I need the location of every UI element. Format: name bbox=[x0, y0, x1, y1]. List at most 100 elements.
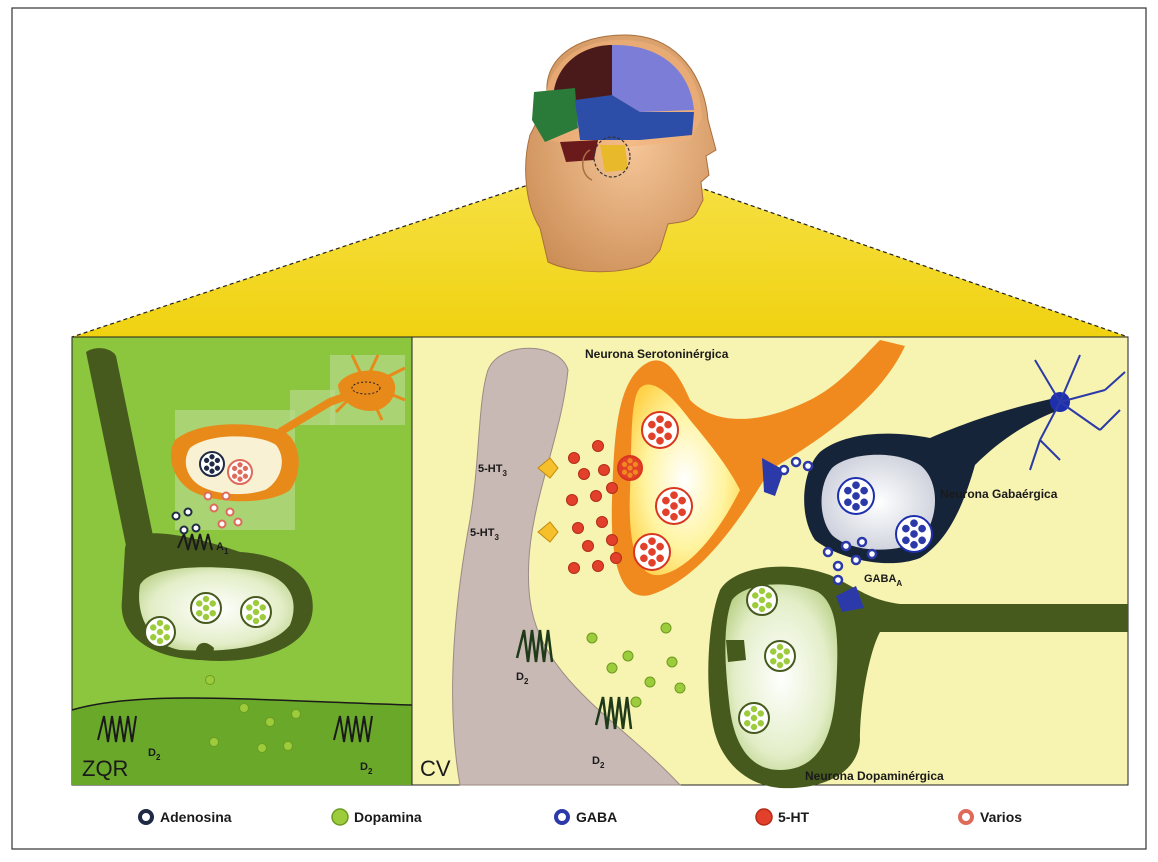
serotonin-molecule bbox=[593, 441, 604, 452]
dopamine-vesicle-granule bbox=[784, 658, 790, 664]
gaba-vesicle-granule bbox=[910, 541, 917, 548]
adenosine-vesicle-granule bbox=[210, 469, 215, 474]
serotonin-molecule bbox=[583, 541, 594, 552]
gaba-vesicle-granule bbox=[910, 530, 917, 537]
dopamine-molecule bbox=[240, 704, 249, 713]
gaba-vesicle-granule bbox=[861, 487, 868, 494]
mixed-vesicle-granule bbox=[243, 466, 248, 471]
dopamine-vesicle-granule bbox=[203, 596, 209, 602]
cv-panel-label: CV bbox=[420, 756, 451, 781]
serotonin-vesicle-granule bbox=[670, 502, 677, 509]
dopamine-vesicle-granule bbox=[253, 609, 259, 615]
mixed-vesicle-granule bbox=[232, 474, 237, 479]
serotonin-vesicle-granule bbox=[662, 509, 669, 516]
gaba-ring-icon bbox=[556, 811, 568, 823]
adenosine-vesicle-granule bbox=[210, 454, 215, 459]
legend-label-gaba: GABA bbox=[576, 809, 617, 825]
dopamine-vesicle-granule bbox=[157, 620, 163, 626]
serotonin-molecule bbox=[573, 523, 584, 534]
serotonin-molecule bbox=[579, 469, 590, 480]
dopamine-vesicle-granule bbox=[770, 658, 776, 664]
gabaergic-neuron-label: Neurona Gabaérgica bbox=[940, 487, 1058, 501]
dopamine-molecule bbox=[206, 676, 215, 685]
dopamine-vesicle-granule bbox=[246, 605, 252, 611]
serotonin-molecule bbox=[569, 563, 580, 574]
dopamine-vesicle-granule bbox=[759, 588, 765, 594]
dopamine-molecule bbox=[210, 738, 219, 747]
dopamine-vesicle-granule bbox=[164, 634, 170, 640]
dopamine-molecule bbox=[623, 651, 633, 661]
dopamine-molecule bbox=[587, 633, 597, 643]
dopamine-vesicle-granule bbox=[751, 715, 757, 721]
gaba-molecule bbox=[824, 548, 832, 556]
serotonin-molecule bbox=[569, 453, 580, 464]
mixed-vesicle-granule bbox=[238, 470, 243, 475]
other-molecule bbox=[219, 521, 226, 528]
dopamine-vesicle-granule bbox=[770, 649, 776, 655]
gaba-molecule bbox=[792, 458, 800, 466]
gaba-vesicle-granule bbox=[861, 499, 868, 506]
serotonin-molecule bbox=[597, 517, 608, 528]
varios-ring-icon bbox=[960, 811, 972, 823]
dopamine-molecule bbox=[661, 623, 671, 633]
dopamine-vesicle-granule bbox=[253, 618, 259, 624]
gaba-vesicle-granule bbox=[919, 537, 926, 544]
dopamine-vesicle-granule bbox=[751, 724, 757, 730]
gaba-vesicle-granule bbox=[844, 499, 851, 506]
serotonin-vesicle-granule bbox=[657, 543, 664, 550]
dopamine-vesicle-granule bbox=[758, 711, 764, 717]
gaba-molecule bbox=[780, 466, 788, 474]
dopamine-vesicle-granule bbox=[744, 720, 750, 726]
legend-label-adenosina: Adenosina bbox=[160, 809, 232, 825]
dopamine-molecule bbox=[631, 697, 641, 707]
serotonin-release-vesicle-granule bbox=[628, 458, 633, 463]
serotonin-vesicle-granule bbox=[648, 433, 655, 440]
legend-item-gaba: GABA bbox=[556, 809, 617, 825]
serotonin-vesicle-granule bbox=[665, 421, 672, 428]
serotonergic-neuron-label: Neurona Serotoninérgica bbox=[585, 347, 729, 361]
dopamine-vesicle-granule bbox=[157, 638, 163, 644]
serotonin-vesicle-granule bbox=[640, 543, 647, 550]
gaba-vesicle-granule bbox=[844, 487, 851, 494]
dopamine-vesicle-granule bbox=[253, 600, 259, 606]
serotonin-vesicle-granule bbox=[656, 426, 663, 433]
dopamine-vesicle-granule bbox=[777, 662, 783, 668]
legend-label-dopamina: Dopamina bbox=[354, 809, 422, 825]
dopamine-molecule bbox=[675, 683, 685, 693]
serotonin-vesicle-granule bbox=[648, 548, 655, 555]
dopamine-vesicle-granule bbox=[777, 644, 783, 650]
legend-label-5ht: 5-HT bbox=[778, 809, 810, 825]
gaba-vesicle-granule bbox=[902, 537, 909, 544]
serotonin-release-vesicle-granule bbox=[628, 473, 633, 478]
dopamine-vesicle-granule bbox=[766, 593, 772, 599]
gaba-molecule bbox=[858, 538, 866, 546]
gaba-molecule bbox=[852, 556, 860, 564]
legend-item-varios: Varios bbox=[960, 809, 1022, 825]
zqr-panel bbox=[72, 337, 412, 785]
other-molecule bbox=[205, 493, 212, 500]
serotonin-vesicle-granule bbox=[640, 555, 647, 562]
serotonin-release-vesicle-granule bbox=[622, 470, 627, 475]
dopamine-vesicle-granule bbox=[150, 625, 156, 631]
zqr-panel-label: ZQR bbox=[82, 756, 128, 781]
adenosina-ring-icon bbox=[140, 811, 152, 823]
dopamine-vesicle-granule bbox=[260, 605, 266, 611]
dopamine-molecule bbox=[607, 663, 617, 673]
dopamine-vesicle-granule bbox=[777, 653, 783, 659]
dopamine-vesicle-granule bbox=[759, 597, 765, 603]
serotonin-release-vesicle-granule bbox=[633, 462, 638, 467]
dopamine-molecule bbox=[645, 677, 655, 687]
dopamine-molecule bbox=[667, 657, 677, 667]
other-molecule bbox=[227, 509, 234, 516]
other-molecule bbox=[235, 519, 242, 526]
serotonin-vesicle-granule bbox=[662, 497, 669, 504]
serotonin-vesicle-granule bbox=[670, 513, 677, 520]
serotonin-vesicle-granule bbox=[679, 497, 686, 504]
dopamine-vesicle-granule bbox=[766, 602, 772, 608]
dopamine-molecule bbox=[266, 718, 275, 727]
adenosine-vesicle-granule bbox=[210, 462, 215, 467]
legend-item-5ht: 5-HT bbox=[756, 809, 810, 825]
gaba-vesicle-granule bbox=[902, 525, 909, 532]
dopamina-dot-icon bbox=[332, 809, 348, 825]
dopamine-vesicle-granule bbox=[164, 625, 170, 631]
